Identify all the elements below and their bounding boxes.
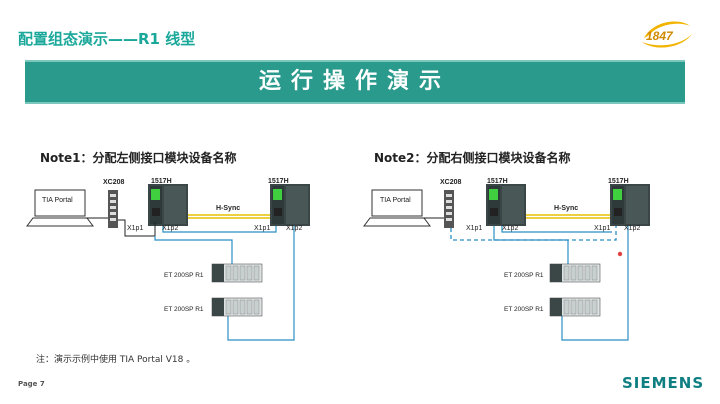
note1-title: Note1：分配左侧接口模块设备名称 <box>40 151 237 165</box>
note1-b-p1-label: X1p1 <box>254 225 270 232</box>
note2-b-p2-label: X1p2 <box>624 225 640 232</box>
1847-logo: 1847 <box>642 21 692 48</box>
note1-switch-label: XC208 <box>103 179 125 186</box>
note2-et1-label: ET 200SP R1 <box>504 272 544 279</box>
note2-switch-label: XC208 <box>440 179 462 186</box>
switch-icon <box>108 190 118 228</box>
cpu-a-x1p2-link <box>501 226 612 233</box>
slide-title: 配置组态演示——R1 线型 <box>18 30 196 48</box>
note1-hsync-label: H-Sync <box>216 205 240 212</box>
note2-a-p2-label: X1p2 <box>502 225 518 232</box>
switch-cpu-link <box>118 219 156 237</box>
note1-portal-label: TIA Portal <box>42 197 73 204</box>
cpu-a-icon <box>486 184 526 226</box>
note1-et1-label: ET 200SP R1 <box>164 272 204 279</box>
cpu-b-icon <box>610 184 650 226</box>
note2-portal-label: TIA Portal <box>380 197 411 204</box>
logo-text: 1847 <box>646 29 674 43</box>
cpu-a-x1p1-link <box>493 226 569 264</box>
laptop-icon <box>363 189 431 227</box>
cpu-a-x1p1-link <box>154 236 233 264</box>
note1-cpu-b-label: 1517H <box>268 178 289 185</box>
note2-cpu-a-label: 1517H <box>487 178 508 185</box>
note1-a-p2-label: X1p2 <box>162 225 178 232</box>
et200sp-1-icon <box>211 263 263 283</box>
note2-hsync-label: H-Sync <box>554 205 578 212</box>
note1-b-p2-label: X1p2 <box>286 225 302 232</box>
cpu-a-icon <box>148 184 188 226</box>
note2-cpu-b-label: 1517H <box>608 178 629 185</box>
section-banner: 运行操作演示 <box>25 60 685 104</box>
note2-et2-label: ET 200SP R1 <box>504 306 544 313</box>
note2-a-p1-label: X1p1 <box>466 225 482 232</box>
note2-b-p1-label: X1p1 <box>594 225 610 232</box>
et200sp-2-icon <box>549 297 601 317</box>
footnote: 注：演示示例中使用 TIA Portal V18 。 <box>36 355 196 365</box>
siemens-logo: SIEMENS <box>622 374 705 392</box>
switch-icon <box>444 190 454 228</box>
et200sp-2-icon <box>211 297 263 317</box>
cpu-b-icon <box>270 184 310 226</box>
note2-title: Note2：分配右侧接口模块设备名称 <box>374 151 571 165</box>
note1-a-p1-label: X1p1 <box>127 225 143 232</box>
page-number: Page 7 <box>18 380 45 388</box>
note1-et2-label: ET 200SP R1 <box>164 306 204 313</box>
cursor-dot <box>617 251 623 257</box>
cpu-a-x1p2-link <box>162 226 277 233</box>
laptop-icon <box>26 189 94 227</box>
et200sp-1-icon <box>549 263 601 283</box>
note1-cpu-a-label: 1517H <box>151 178 172 185</box>
note1-diagram: TIA Portal XC208 1517H 1517H H-Sync X1p1… <box>26 178 310 341</box>
cpu-b-x1p2-link <box>561 226 629 341</box>
note2-diagram: TIA Portal XC208 1517H 1517H H-Sync X1p1… <box>363 178 650 341</box>
cpu-b-x1p2-link <box>227 226 295 341</box>
